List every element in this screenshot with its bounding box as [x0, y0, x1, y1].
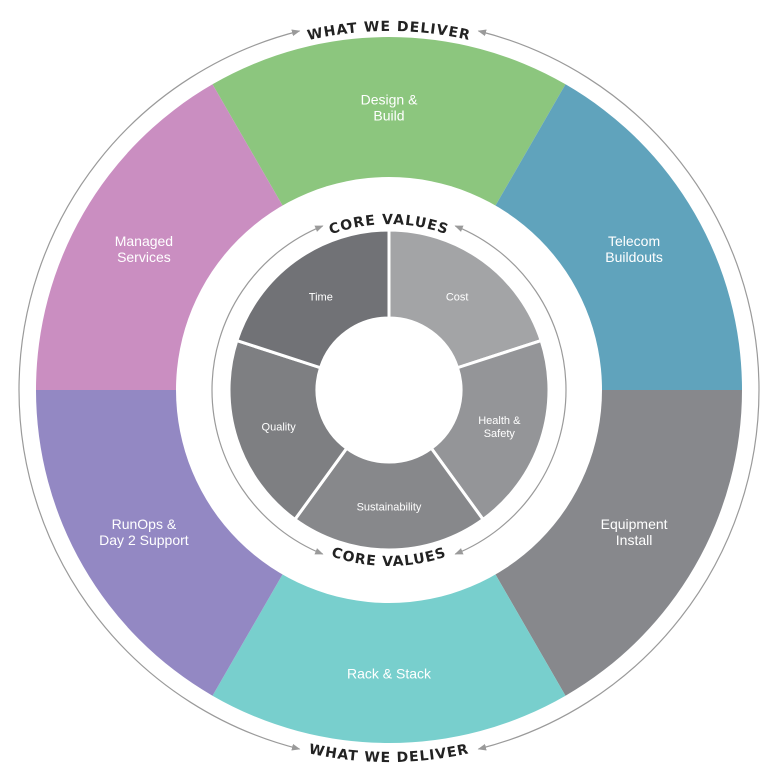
deliver-label-rack-stack: Rack & Stack: [347, 666, 432, 682]
core-label-quality: Quality: [262, 421, 297, 433]
deliver-label-runops-day-2-support: RunOps &Day 2 Support: [99, 516, 189, 548]
core-label-cost: Cost: [446, 292, 469, 304]
outer-arrow-right: [477, 29, 760, 751]
outer-arrow-left: [18, 29, 301, 751]
cycle-arrows: [18, 29, 760, 751]
core-label-health-safety: Health &Safety: [478, 415, 521, 440]
deliver-segment-runops-day-2-support: [36, 390, 283, 696]
deliver-segment-equipment-install: [495, 390, 742, 696]
outer-title-bottom: WHAT WE DELIVER: [307, 741, 470, 766]
inner-arrow-right: [454, 225, 567, 555]
deliver-segment-managed-services: [36, 84, 283, 390]
deliver-segment-telecom-buildouts: [495, 84, 742, 390]
core-label-sustainability: Sustainability: [357, 502, 422, 514]
deliver-label-design-build: Design &Build: [361, 92, 418, 124]
core-label-time: Time: [309, 292, 333, 304]
center-hole: [317, 318, 461, 462]
deliver-segment-design-build: [212, 36, 566, 207]
inner-arrow-left: [211, 225, 324, 555]
deliver-segment-rack-stack: [212, 573, 566, 743]
